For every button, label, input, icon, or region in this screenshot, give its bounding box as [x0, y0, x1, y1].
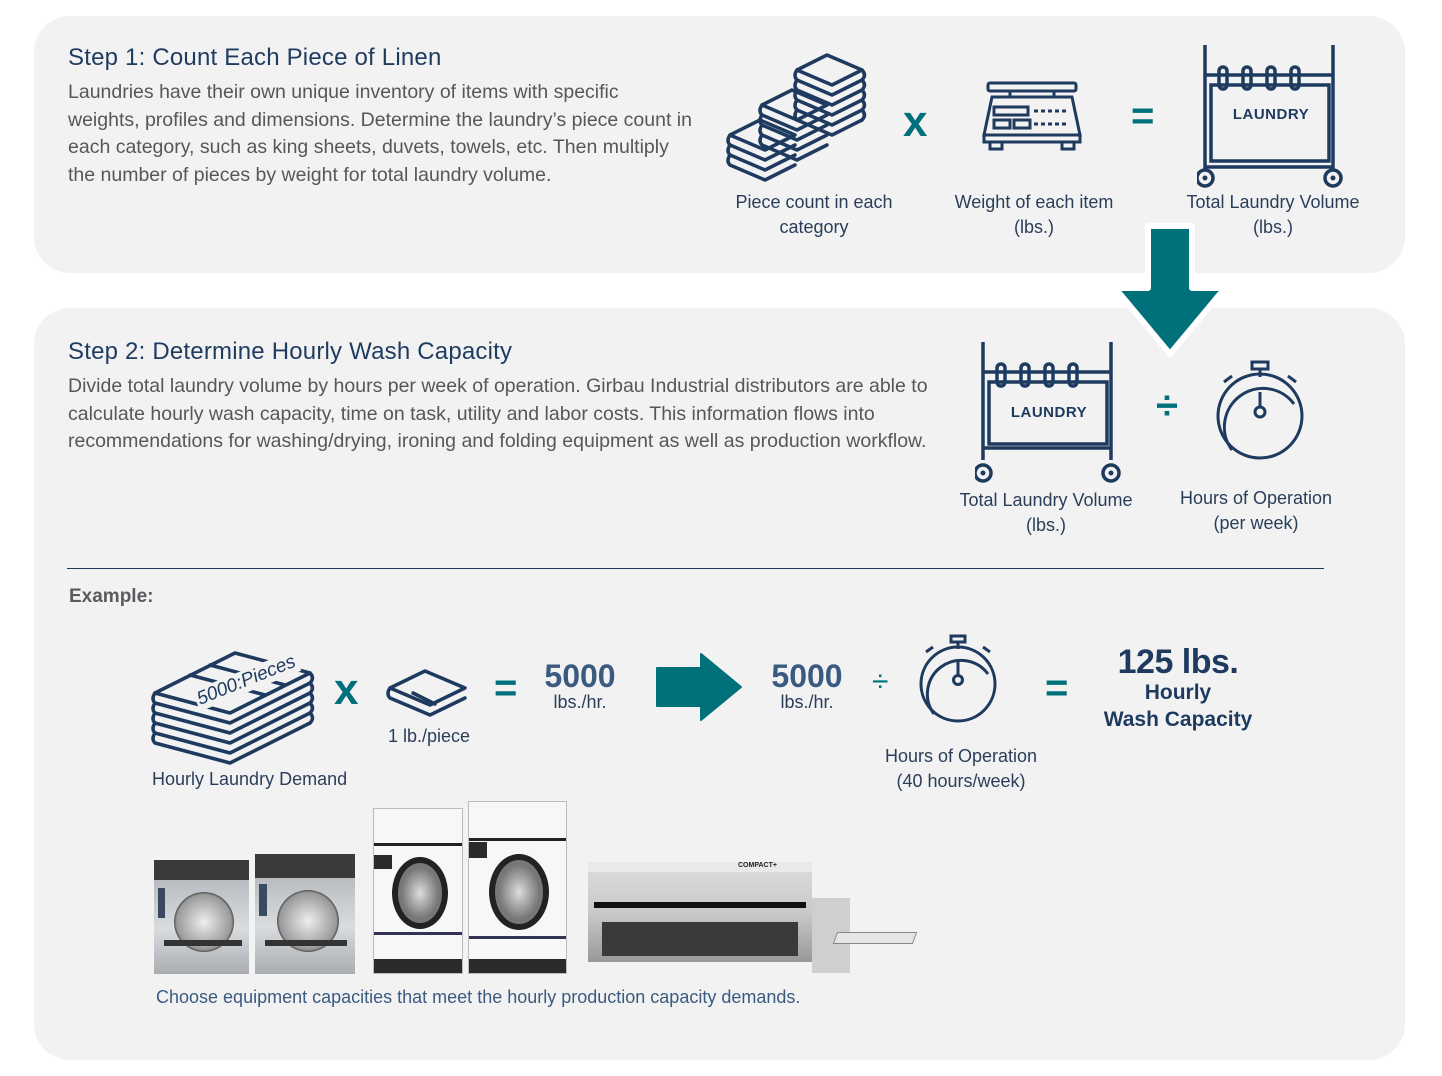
folder-tray-image: [832, 932, 918, 944]
total-volume-caption: Total Laundry Volume (lbs.): [946, 488, 1146, 538]
hours-caption: Hours of Operation (40 hours/week): [861, 744, 1061, 794]
equals-operator: =: [1045, 666, 1069, 710]
step1-body: Laundries have their own unique inventor…: [68, 81, 692, 186]
total-volume-caption-line1: Total Laundry Volume: [959, 490, 1133, 510]
volume-result-1: 5000 lbs./hr.: [530, 660, 630, 713]
volume-value: 5000: [771, 658, 843, 694]
weight-caption-line1: Weight of each item: [954, 192, 1114, 212]
divide-operator: ÷: [1156, 384, 1178, 428]
equals-operator: =: [494, 666, 518, 710]
result-label-line2: Wash Capacity: [1103, 708, 1253, 731]
laundry-cart-icon: [1197, 45, 1343, 188]
cart-sign-label: LAUNDRY: [1010, 404, 1088, 421]
washer-extractor-image: [154, 860, 249, 974]
single-linen-icon: [386, 669, 467, 717]
cart-sign-label: LAUNDRY: [1232, 106, 1310, 123]
total-volume-caption-line1: Total Laundry Volume: [1186, 192, 1360, 212]
scale-icon: [982, 81, 1082, 151]
result-label-line1: Hourly: [1144, 681, 1212, 704]
equals-operator: =: [1131, 94, 1155, 138]
volume-result-2: 5000 lbs./hr.: [757, 660, 857, 713]
hours-caption-line1: Hours of Operation: [1179, 488, 1333, 508]
stopwatch-icon: [1216, 360, 1304, 460]
washer-extractor-image: [255, 854, 355, 974]
total-volume-caption: Total Laundry Volume (lbs.): [1163, 190, 1383, 240]
divide-operator: ÷: [872, 665, 889, 698]
weight-caption-line2: (lbs.): [1014, 217, 1054, 237]
volume-unit: lbs./hr.: [553, 692, 607, 712]
right-arrow-icon: [656, 653, 742, 721]
down-arrow-icon: [1115, 223, 1225, 357]
total-volume-caption-line2: (lbs.): [1026, 515, 1066, 535]
hours-caption-line2: (40 hours/week): [896, 771, 1026, 791]
volume-value: 5000: [544, 658, 616, 694]
piece-count-caption-line1: Piece count in each: [735, 192, 893, 212]
piece-count-caption-line2: category: [779, 217, 849, 237]
wash-capacity-result: 125 lbs. Hourly Wash Capacity: [1078, 645, 1278, 733]
flatwork-ironer-image: COMPACT+: [588, 862, 812, 962]
piece-count-caption: Piece count in each category: [714, 190, 914, 240]
example-label: Example:: [69, 586, 154, 607]
ironer-brand-label: COMPACT+: [738, 862, 777, 869]
volume-unit: lbs./hr.: [780, 692, 834, 712]
tumble-dryer-image: [468, 801, 567, 974]
multiply-operator: x: [334, 665, 359, 714]
equipment-note: Choose equipment capacities that meet th…: [156, 987, 801, 1007]
total-volume-caption-line2: (lbs.): [1253, 217, 1293, 237]
hours-caption: Hours of Operation (per week): [1156, 486, 1356, 536]
step2-body: Divide total laundry volume by hours per…: [68, 375, 928, 453]
step2-title: Step 2: Determine Hourly Wash Capacity: [68, 338, 513, 365]
weight-caption: Weight of each item (lbs.): [934, 190, 1134, 240]
per-piece-caption: 1 lb./piece: [388, 726, 471, 746]
section-divider: [67, 568, 1324, 569]
stopwatch-icon: [919, 634, 997, 723]
laundry-cart-icon: [975, 342, 1121, 483]
result-value: 125 lbs.: [1117, 643, 1239, 681]
hours-caption-line1: Hours of Operation: [884, 746, 1038, 766]
linen-stack-icon: [726, 53, 867, 182]
multiply-operator: x: [903, 97, 928, 146]
tumble-dryer-image: [373, 808, 463, 974]
hours-caption-line2: (per week): [1213, 513, 1299, 533]
step1-title: Step 1: Count Each Piece of Linen: [68, 44, 442, 71]
demand-caption: Hourly Laundry Demand: [152, 769, 348, 789]
